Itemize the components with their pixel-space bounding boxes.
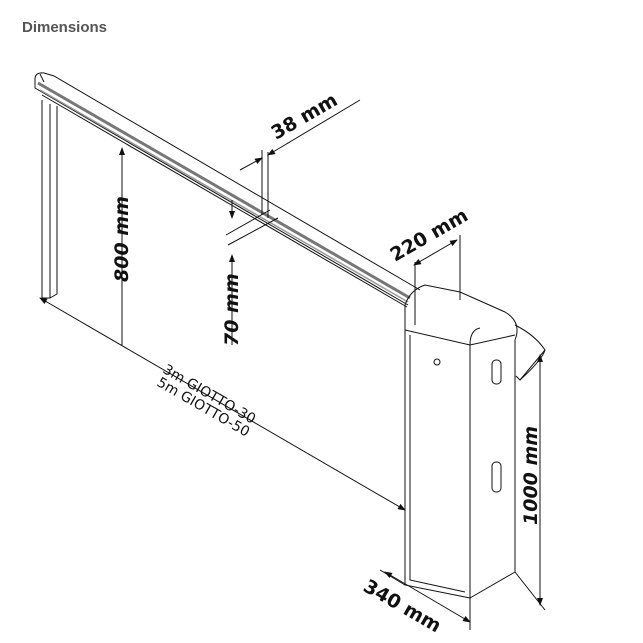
barrier-beam	[34, 72, 421, 308]
dimension-lines	[39, 99, 546, 630]
page-title: Dimensions	[22, 19, 108, 36]
support-post	[41, 100, 58, 299]
beam-thickness-label: 70 mm	[221, 273, 243, 346]
cabinet-depth-label: 220 mm	[387, 204, 472, 266]
cabinet-height-label: 1000 mm	[520, 426, 542, 525]
beam-width-label: 38 mm	[268, 89, 342, 144]
beam-height-label: 800 mm	[111, 196, 133, 282]
